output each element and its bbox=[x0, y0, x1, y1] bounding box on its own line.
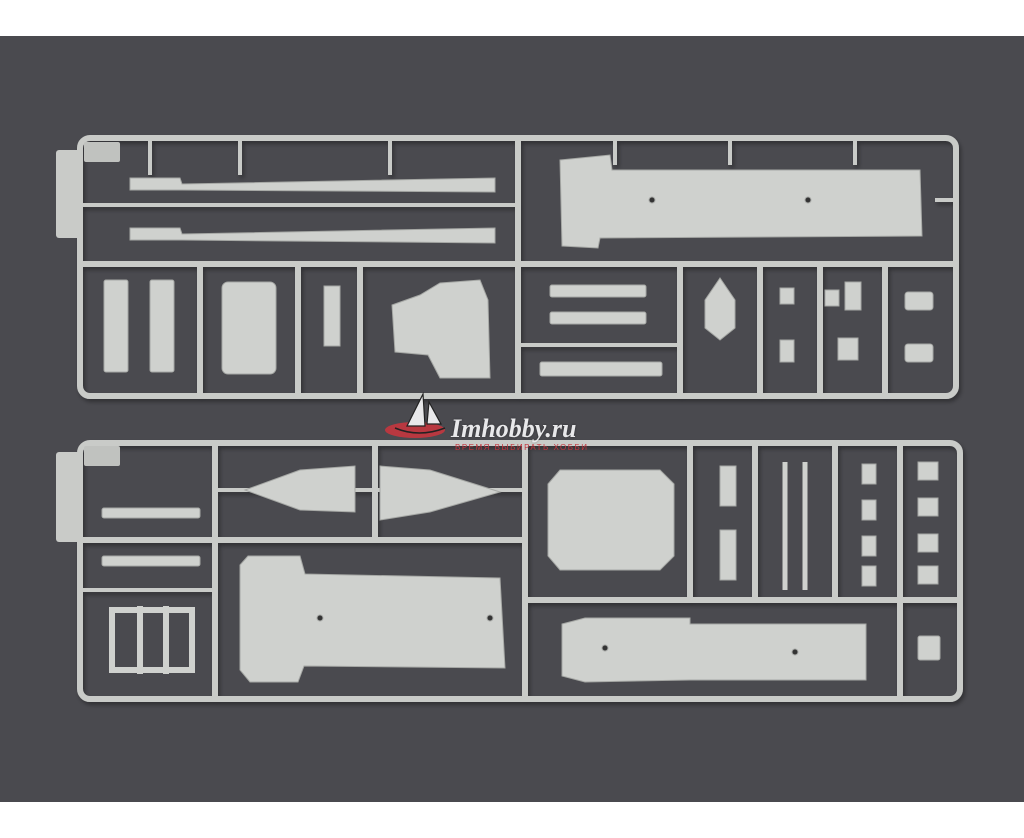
watermark-brand: Imhobby.ru bbox=[451, 414, 577, 443]
sprue-b-tab bbox=[56, 150, 82, 238]
sailboat-logo-icon bbox=[385, 391, 446, 438]
sprue-b-parts bbox=[103, 154, 934, 379]
watermark-tagline: ВРЕМЯ ВЫБИРАТЬ ХОББИ bbox=[455, 443, 589, 452]
photo-background: Imhobby.ru ВРЕМЯ ВЫБИРАТЬ ХОББИ bbox=[0, 36, 1024, 802]
sprue-b bbox=[77, 135, 959, 399]
watermark: Imhobby.ru ВРЕМЯ ВЫБИРАТЬ ХОББИ bbox=[385, 388, 645, 458]
sprue-c bbox=[77, 440, 963, 702]
sprue-c-tab bbox=[56, 452, 82, 542]
sprue-c-parts bbox=[101, 461, 941, 683]
